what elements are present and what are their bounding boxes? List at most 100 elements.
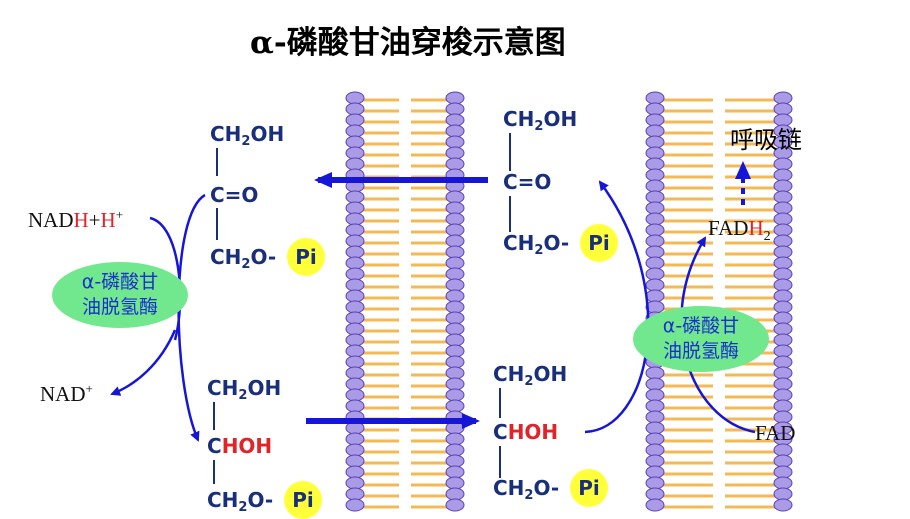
phospholipid-head [345, 465, 365, 479]
phospholipid-head [773, 311, 793, 325]
phospholipid-head [345, 124, 365, 138]
phospholipid-head [345, 388, 365, 402]
phospholipid-head [345, 366, 365, 380]
phospholipid-head [773, 487, 793, 501]
outer-membrane [345, 91, 465, 512]
phospholipid-head [773, 223, 793, 237]
phospholipid-head [345, 267, 365, 281]
phospholipid-head [645, 91, 665, 105]
phospholipid-head [445, 157, 465, 171]
phospholipid-head [773, 278, 793, 292]
phospholipid-head [345, 102, 365, 116]
bond [499, 388, 501, 418]
phospholipid-head [773, 443, 793, 457]
phospholipid-head [773, 113, 793, 127]
left-top-ch2oh: CH2OH [210, 122, 285, 149]
phospholipid-head [645, 399, 665, 413]
phospholipid-head [445, 223, 465, 237]
phospholipid-head [345, 212, 365, 226]
phospholipid-head [445, 311, 465, 325]
phospholipid-head [645, 476, 665, 490]
phospholipid-head [645, 267, 665, 281]
phospholipid-head [345, 278, 365, 292]
phospholipid-head [645, 289, 665, 303]
phospholipid-head [445, 256, 465, 270]
phospholipid-head [345, 454, 365, 468]
phospholipid-head [773, 256, 793, 270]
phospholipid-head [773, 179, 793, 193]
right-bottom-ch2oh: CH2OH [493, 362, 568, 389]
phospholipid-head [645, 124, 665, 138]
left-bottom-phosphate: Pi [284, 481, 322, 519]
phospholipid-head [445, 355, 465, 369]
phospholipid-head [345, 399, 365, 413]
phospholipid-head [445, 399, 465, 413]
phospholipid-head [345, 432, 365, 446]
phospholipid-head [773, 366, 793, 380]
bond [213, 460, 215, 484]
phospholipid-head [445, 267, 465, 281]
phospholipid-head [445, 476, 465, 490]
phospholipid-head [345, 135, 365, 149]
phospholipid-head [345, 113, 365, 127]
bond [213, 402, 215, 430]
phospholipid-head [773, 498, 793, 512]
right-top-ch2oh: CH2OH [503, 107, 578, 134]
right-bottom-phosphate: Pi [570, 469, 608, 507]
phospholipid-head [345, 443, 365, 457]
phospholipid-head [773, 399, 793, 413]
phospholipid-head [445, 124, 465, 138]
phospholipid-head [773, 377, 793, 391]
phospholipid-head [445, 344, 465, 358]
phospholipid-head [345, 476, 365, 490]
phospholipid-head [345, 190, 365, 204]
phospholipid-head [445, 91, 465, 105]
membranes [345, 91, 793, 512]
right-top-carbonyl: C=O [503, 170, 552, 194]
phospholipid-head [645, 443, 665, 457]
phospholipid-head [645, 157, 665, 171]
phospholipid-head [345, 344, 365, 358]
phospholipid-head [773, 234, 793, 248]
phospholipid-head [445, 388, 465, 402]
phospholipid-head [773, 388, 793, 402]
phospholipid-head [445, 377, 465, 391]
phospholipid-head [445, 201, 465, 215]
phospholipid-head [645, 498, 665, 512]
phospholipid-head [645, 432, 665, 446]
phospholipid-head [445, 212, 465, 226]
phospholipid-head [345, 201, 365, 215]
phospholipid-head [345, 355, 365, 369]
phospholipid-head [445, 300, 465, 314]
inner-membrane [645, 91, 793, 512]
left-bottom-ch2oh: CH2OH [207, 376, 282, 403]
phospholipid-head [445, 454, 465, 468]
phospholipid-head [445, 333, 465, 347]
phospholipid-head [645, 366, 665, 380]
left-top-phosphate: Pi [287, 238, 325, 276]
bond [216, 208, 218, 240]
phospholipid-head [445, 289, 465, 303]
bond [216, 148, 218, 176]
phospholipid-head [445, 245, 465, 259]
phospholipid-head [345, 289, 365, 303]
phospholipid-head [345, 487, 365, 501]
phospholipid-head [445, 465, 465, 479]
bond [509, 133, 511, 171]
phospholipid-head [773, 289, 793, 303]
phospholipid-head [345, 256, 365, 270]
page-title: α-磷酸甘油穿梭示意图 [250, 25, 566, 61]
phospholipid-head [345, 377, 365, 391]
left-top-ch2o: CH2O- [210, 245, 277, 272]
phospholipid-head [445, 487, 465, 501]
phospholipid-head [445, 146, 465, 160]
phospholipid-head [773, 168, 793, 182]
phospholipid-head [645, 212, 665, 226]
phospholipid-head [773, 465, 793, 479]
phospholipid-head [773, 322, 793, 336]
phospholipid-head [445, 366, 465, 380]
phospholipid-head [645, 421, 665, 435]
phospholipid-head [645, 234, 665, 248]
enzyme-right: α-磷酸甘油脱氢酶 [633, 306, 769, 372]
phospholipid-head [773, 102, 793, 116]
